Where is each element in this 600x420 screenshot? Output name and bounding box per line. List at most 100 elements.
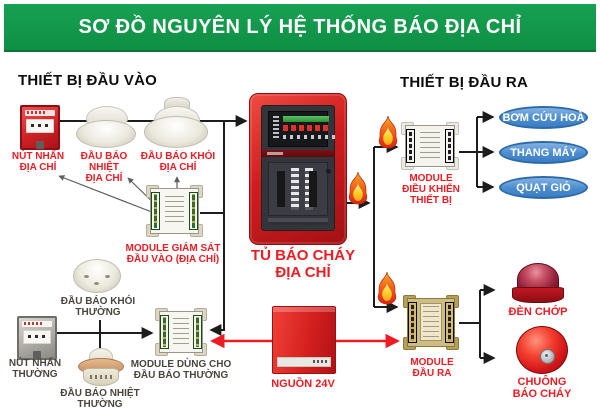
fire-bell-image xyxy=(516,326,568,374)
detector-vent xyxy=(104,275,110,279)
terminal-block-left xyxy=(151,192,160,230)
label-output-module: MODULE ĐẦU RA xyxy=(403,357,461,379)
label-addressable-heat-detector: ĐẦU BÁO NHIỆT ĐỊA CHỈ xyxy=(66,151,142,184)
terminal-block-right xyxy=(189,192,198,230)
label-monitor-module: MODULE GIÁM SÁT ĐẦU VÀO (ĐỊA CHỈ) xyxy=(108,243,238,265)
label-conventional-call-point: NÚT NHẤN THƯỜNG xyxy=(4,358,66,380)
terminal-block-right xyxy=(445,302,454,343)
module-fineprint xyxy=(422,306,440,338)
output-module-image xyxy=(403,295,459,350)
wire-loop-down xyxy=(209,121,225,336)
panel-terminal-bay xyxy=(268,162,328,216)
conventional-heat-detector-image xyxy=(78,348,124,386)
panel-door xyxy=(261,105,335,231)
terminal-block-right xyxy=(193,315,202,349)
label-line: MODULE GIÁM SÁT xyxy=(125,243,221,254)
call-point-logo xyxy=(25,110,55,116)
label-line: ĐẦU BÁO KHÓI xyxy=(60,296,136,307)
label-line: ĐẦU BÁO THƯỜNG xyxy=(133,370,229,381)
label-line: THIẾT BỊ xyxy=(410,195,452,206)
call-point-key-tab xyxy=(33,351,41,359)
label-line: CHUÔNG xyxy=(517,376,567,388)
panel-cable xyxy=(309,171,317,207)
module-body xyxy=(407,298,455,347)
psu-label-strip xyxy=(277,357,331,367)
label-line: THƯỜNG xyxy=(75,307,121,318)
heading-output-devices: THIẾT BỊ ĐẦU RA xyxy=(400,74,528,91)
flame-icon xyxy=(348,171,368,205)
label-conventional-smoke-detector: ĐẦU BÁO KHÓI THƯỜNG xyxy=(59,296,137,318)
label-addressable-call-point: NÚT NHẤN ĐỊA CHỈ xyxy=(7,151,69,173)
label-control-module: MODULE ĐIỀU KHIỂN THIẾT BỊ xyxy=(398,173,464,206)
detector-vent xyxy=(83,275,89,279)
label-line: NÚT NHẤN xyxy=(8,358,62,369)
psu-top-edge xyxy=(273,307,335,312)
label-line: THƯỜNG xyxy=(12,369,58,380)
detector-vent xyxy=(94,282,100,286)
panel-indicator-column xyxy=(273,116,279,140)
panel-led-row xyxy=(283,125,329,131)
terminal-block-left xyxy=(160,315,169,349)
detector-base xyxy=(144,116,208,148)
module-body xyxy=(150,188,199,234)
target-fan: QUẠT GIÓ xyxy=(499,176,588,199)
module-fineprint xyxy=(165,195,184,226)
addressable-smoke-detector-image xyxy=(144,97,208,148)
panel-terminal-column xyxy=(291,168,299,210)
panel-display xyxy=(268,111,335,147)
label-line: ĐIỀU KHIỂN xyxy=(402,184,460,195)
terminal-block-right xyxy=(445,129,454,163)
control-panel-image xyxy=(249,93,347,245)
target-pump: BƠM CỨU HOÀ xyxy=(499,106,588,129)
module-body xyxy=(405,125,455,167)
label-line: ĐỊA CHỈ xyxy=(85,173,123,184)
terminal-block-left xyxy=(406,129,415,163)
title-banner: SƠ ĐỒ NGUYÊN LÝ HỆ THỐNG BÁO ĐỊA CHỈ xyxy=(4,4,596,52)
strobe-light-image xyxy=(512,263,564,303)
label-control-panel: TỦ BÁO CHÁY ĐỊA CHỈ xyxy=(243,247,363,281)
panel-lcd xyxy=(283,116,329,122)
call-point-glass xyxy=(26,119,54,133)
arrow-to-call-point-label xyxy=(58,175,163,217)
label-conventional-heat-detector: ĐẦU BÁO NHIỆT THƯỜNG xyxy=(58,388,142,410)
call-point-key-tab xyxy=(36,141,44,149)
flame-icon xyxy=(378,115,398,149)
label-line: MODULE DÙNG CHO xyxy=(130,359,232,370)
label-line: ĐẦU BÁO KHÓI xyxy=(140,151,216,162)
conventional-call-point-image xyxy=(17,316,57,360)
page-title: SƠ ĐỒ NGUYÊN LÝ HỆ THỐNG BÁO ĐỊA CHỈ xyxy=(78,15,522,38)
panel-button-row xyxy=(283,135,335,139)
label-line: ĐẦU BÁO NHIỆT xyxy=(60,388,140,399)
panel-lock xyxy=(326,169,331,174)
terminal-block-left xyxy=(408,302,417,343)
label-conventional-module: MODULE DÙNG CHO ĐẦU BÁO THƯỜNG xyxy=(128,359,234,381)
target-elevator: THANG MÁY xyxy=(499,141,588,164)
control-module-image xyxy=(401,122,459,170)
monitor-module-image xyxy=(146,185,203,237)
module-body xyxy=(159,311,203,353)
label-line: NÚT NHẤN xyxy=(11,151,65,162)
module-fineprint xyxy=(420,132,440,159)
conventional-smoke-detector-image xyxy=(73,259,121,293)
bell-hub xyxy=(539,349,555,365)
detector-base xyxy=(73,259,121,293)
label-line: MODULE xyxy=(409,173,453,184)
panel-vents xyxy=(268,218,328,225)
strobe-base xyxy=(512,287,564,303)
label-bell: CHUÔNG BÁO CHÁY xyxy=(506,376,578,400)
label-line: THƯỜNG xyxy=(77,399,123,410)
module-fineprint xyxy=(172,318,190,345)
addressable-call-point-image xyxy=(20,105,60,150)
label-line: ĐẦU BÁO NHIỆT xyxy=(80,151,128,173)
heading-input-devices: THIẾT BỊ ĐẦU VÀO xyxy=(18,72,158,89)
label-line: ĐỊA CHỈ xyxy=(275,264,331,281)
power-supply-image xyxy=(272,306,336,374)
label-line: TỦ BÁO CHÁY xyxy=(250,247,356,264)
flame-icon xyxy=(377,271,397,305)
label-line: ĐẦU VÀO (ĐỊA CHỈ) xyxy=(126,254,220,265)
label-line: ĐẦU RA xyxy=(412,368,452,379)
label-addressable-smoke-detector: ĐẦU BÁO KHÓI ĐỊA CHỈ xyxy=(140,151,216,173)
label-line: ĐỊA CHỈ xyxy=(159,162,197,173)
detector-base xyxy=(82,368,120,386)
